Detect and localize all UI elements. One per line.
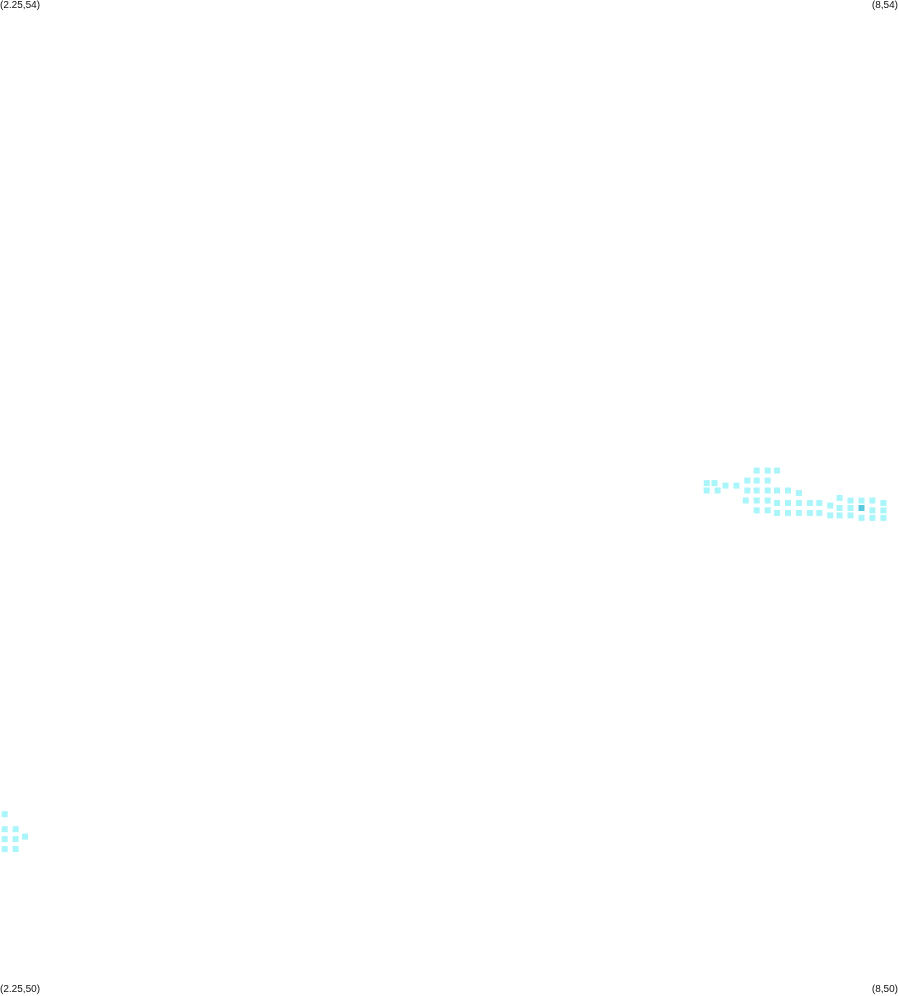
grid-cell	[764, 467, 771, 474]
grid-cell	[785, 500, 791, 506]
grid-cell	[869, 514, 876, 521]
grid-cell	[827, 502, 834, 509]
grid-cell-highlight	[858, 505, 865, 511]
grid-cell	[742, 497, 749, 504]
grid-cell	[1, 846, 8, 853]
corner-label-bottom-right: (8,50)	[871, 984, 898, 995]
grid-cell	[774, 509, 780, 516]
grid-cell	[836, 512, 843, 519]
grid-cell	[827, 512, 834, 519]
grid-cell	[744, 477, 751, 484]
grid-cell	[806, 509, 813, 516]
grid-cell	[795, 500, 802, 506]
grid-cell	[703, 487, 710, 494]
grid-cell	[836, 495, 843, 501]
grid-cell	[795, 509, 802, 516]
grid-cell	[1, 836, 8, 843]
corner-label-top-left: (2.25,54)	[0, 0, 41, 11]
grid-cell	[744, 487, 751, 494]
grid-cell	[711, 480, 718, 487]
grid-cell	[714, 487, 721, 494]
grid-cell	[795, 490, 802, 496]
grid-cell	[764, 477, 771, 484]
grid-cell	[12, 826, 19, 833]
grid-cell	[12, 836, 19, 843]
grid-cell	[703, 480, 710, 487]
grid-cell	[722, 482, 729, 489]
grid-cell	[753, 487, 760, 494]
grid-cell	[22, 833, 28, 840]
grid-cell	[753, 477, 760, 484]
grid-cell	[880, 514, 887, 521]
grid-cell	[733, 482, 740, 489]
grid-cell	[753, 497, 760, 504]
grid-cell	[774, 467, 780, 474]
grid-cell	[806, 500, 813, 506]
grid-cell	[847, 497, 854, 504]
grid-cell	[816, 500, 823, 506]
corner-label-top-right: (8,54)	[871, 0, 898, 11]
grid-cell	[12, 846, 19, 853]
grid-cell	[816, 509, 823, 516]
grid-cell	[774, 500, 780, 506]
grid-cell	[1, 826, 8, 833]
grid-cell	[880, 500, 887, 506]
grid-cell	[774, 487, 780, 494]
grid-cell	[1, 811, 8, 818]
grid-cell	[764, 497, 771, 504]
grid-cell	[869, 497, 876, 504]
grid-cell	[880, 507, 887, 514]
grid-cell	[764, 507, 771, 514]
grid-cell	[858, 514, 865, 521]
grid-cell	[847, 505, 854, 511]
grid-cell	[847, 512, 854, 519]
grid-cell	[858, 497, 865, 504]
grid-cell	[836, 505, 843, 511]
grid-cell	[869, 507, 876, 514]
grid-cell	[753, 507, 760, 514]
grid-cell	[785, 487, 791, 494]
corner-label-bottom-left: (2.25,50)	[0, 984, 41, 995]
grid-cell	[785, 509, 791, 516]
grid-cell	[764, 487, 771, 494]
grid-cell	[753, 467, 760, 474]
